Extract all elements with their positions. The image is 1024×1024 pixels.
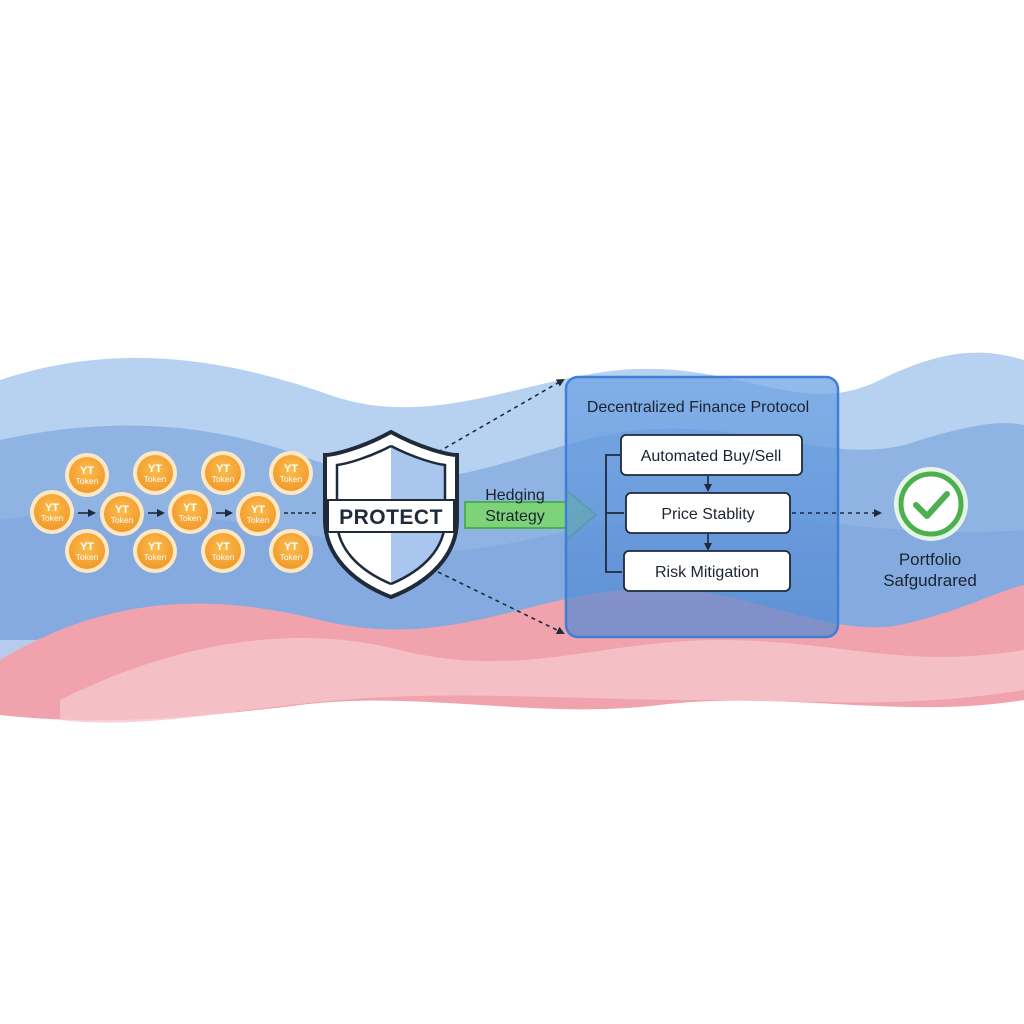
step-automated-buy-sell: Automated Buy/Sell — [641, 448, 782, 465]
token-sublabel: Token — [111, 515, 134, 525]
step-box-risk — [623, 550, 791, 592]
portfolio-outcome: Portfolio Safgudrared — [883, 467, 977, 590]
dashed-connector — [437, 379, 565, 453]
token-label: YT — [80, 465, 94, 477]
step-box-automated — [620, 434, 803, 476]
token-label: YT — [148, 541, 162, 553]
token: YT Token — [65, 529, 109, 573]
bracket-connector — [605, 454, 624, 573]
step-box-price — [625, 492, 791, 534]
hedging-label-line2: Strategy — [485, 508, 545, 525]
token-label: YT — [284, 541, 298, 553]
step-risk-mitigation: Risk Mitigation — [655, 564, 759, 581]
token-label: YT — [183, 502, 197, 514]
hedging-label-line1: Hedging — [485, 487, 545, 504]
token: YT Token — [168, 490, 212, 534]
token: YT Token — [201, 529, 245, 573]
token: YT Token — [269, 451, 313, 495]
defi-protocol-box: Decentralized Finance Protocol Automated… — [564, 375, 840, 639]
token: YT Token — [133, 529, 177, 573]
token-sublabel: Token — [280, 552, 303, 562]
token-label: YT — [45, 502, 59, 514]
shield-banner — [327, 499, 455, 533]
token: YT Token — [100, 492, 144, 536]
token: YT Token — [30, 490, 74, 534]
protocol-title: Decentralized Finance Protocol — [587, 399, 809, 416]
token-sublabel: Token — [212, 552, 235, 562]
checkmark-icon — [913, 491, 950, 519]
outcome-line2: Safgudrared — [883, 571, 977, 590]
step-price-stability: Price Stablity — [661, 506, 754, 523]
token-label: YT — [115, 504, 129, 516]
token-sublabel: Token — [76, 552, 99, 562]
token-sublabel: Token — [76, 476, 99, 486]
token-label: YT — [216, 463, 230, 475]
token: YT Token — [201, 451, 245, 495]
token-label: YT — [80, 541, 94, 553]
token-label: YT — [284, 463, 298, 475]
token-cluster: YT Token YT Token YT Token YT Token YT T… — [30, 451, 318, 573]
check-circle-icon — [898, 471, 964, 537]
token: YT Token — [236, 492, 280, 536]
token-sublabel: Token — [247, 515, 270, 525]
outcome-line1: Portfolio — [899, 550, 961, 569]
token-sublabel: Token — [179, 513, 202, 523]
token-label: YT — [216, 541, 230, 553]
token-sublabel: Token — [280, 474, 303, 484]
shield-label: PROTECT — [339, 506, 443, 529]
token-sublabel: Token — [212, 474, 235, 484]
token: YT Token — [269, 529, 313, 573]
token: YT Token — [133, 451, 177, 495]
wave-light-pink — [60, 638, 1024, 723]
token-sublabel: Token — [144, 552, 167, 562]
dashed-connector — [437, 571, 565, 634]
token-label: YT — [148, 463, 162, 475]
protect-shield: PROTECT — [323, 429, 459, 600]
token-sublabel: Token — [41, 513, 64, 523]
token-sublabel: Token — [144, 474, 167, 484]
shield-protocol-links — [437, 379, 565, 634]
token-label: YT — [251, 504, 265, 516]
token: YT Token — [65, 453, 109, 497]
